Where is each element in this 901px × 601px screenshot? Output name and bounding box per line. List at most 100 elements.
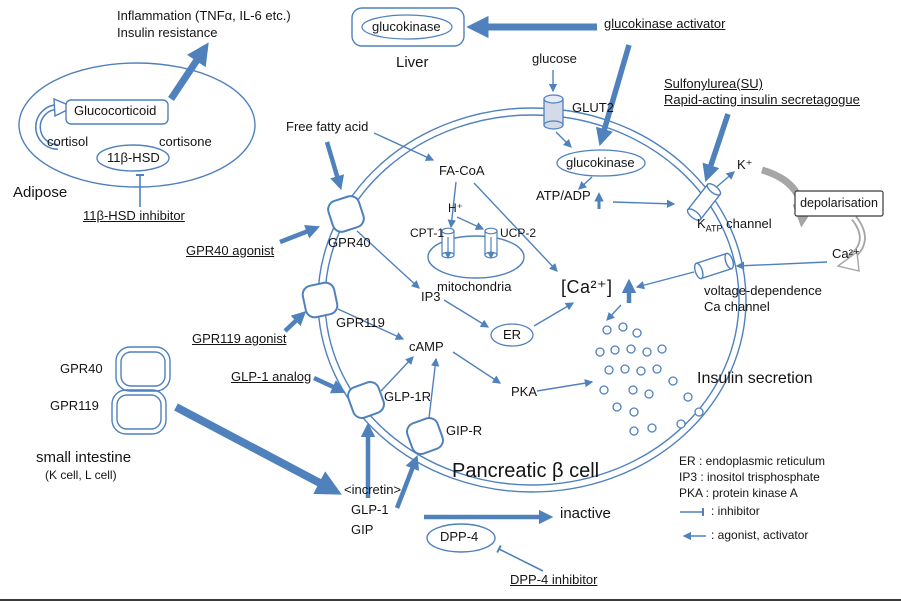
label-hsd: 11β-HSD bbox=[107, 150, 160, 165]
label-glp1r: GLP-1R bbox=[384, 389, 431, 404]
arrow-gpr40-agonist bbox=[279, 224, 321, 245]
label-ip3: IP3 bbox=[421, 289, 441, 304]
arrow-ca-into-channel bbox=[735, 261, 828, 270]
label-k-plus: K⁺ bbox=[737, 157, 753, 172]
label-glucocorticoid: Glucocorticoid bbox=[74, 103, 157, 118]
label-voltage-dependence: voltage-dependence bbox=[704, 283, 822, 298]
receptor-glp1r bbox=[347, 381, 385, 419]
dpp4-shape bbox=[426, 523, 496, 553]
label-insulin-secretion: Insulin secretion bbox=[697, 370, 813, 387]
hollow-arrowhead-icon bbox=[836, 250, 860, 272]
label-pka: PKA bbox=[511, 384, 538, 399]
arrow-ca-to-granules bbox=[606, 304, 622, 321]
arrow-ffa-to-gpr40 bbox=[324, 141, 345, 191]
inhibitor-lines bbox=[136, 174, 544, 572]
label-h-plus: H⁺ bbox=[448, 201, 463, 215]
glucocorticoid-box bbox=[65, 99, 169, 125]
label-atp-adp: ATP/ADP bbox=[536, 188, 591, 203]
label-gip: GIP bbox=[351, 522, 374, 537]
label-gpr119: GPR119 bbox=[336, 315, 385, 330]
label-insulin-resistance: Insulin resistance bbox=[117, 25, 218, 40]
label-depolarisation: depolarisation bbox=[800, 196, 878, 210]
arrow-gpr119-agonist bbox=[283, 311, 307, 333]
legend-symbols bbox=[680, 508, 706, 541]
arrow-facoa-to-cpt1 bbox=[447, 181, 457, 229]
label-gpr119-agonist: GPR119 agonist bbox=[192, 331, 287, 346]
depolarisation-box bbox=[794, 190, 884, 217]
thick-arrows bbox=[168, 15, 731, 525]
label-fa-coa: FA-CoA bbox=[439, 163, 485, 178]
label-gpr40-agonist: GPR40 agonist bbox=[186, 243, 275, 258]
katp-k: K bbox=[697, 216, 706, 231]
legend-pka: PKA : protein kinase A bbox=[679, 486, 798, 500]
label-pancreatic-beta-cell: Pancreatic β cell bbox=[452, 460, 600, 482]
cycle-arrow-icon bbox=[35, 97, 75, 150]
label-dpp4-inhibitor: DPP-4 inhibitor bbox=[510, 572, 598, 587]
label-sulfonylurea: Sulfonylurea(SU) bbox=[664, 76, 763, 91]
katp-rest: channel bbox=[726, 216, 772, 231]
glut2-channel bbox=[543, 94, 564, 130]
liver-box bbox=[351, 7, 465, 47]
label-glut2: GLUT2 bbox=[572, 100, 614, 115]
arrow-channel-to-caconc bbox=[635, 271, 695, 290]
label-dpp4: DPP-4 bbox=[440, 529, 479, 544]
label-cortisone: cortisone bbox=[159, 134, 212, 149]
label-liver: Liver bbox=[396, 54, 429, 71]
label-gpr40: GPR40 bbox=[328, 235, 371, 250]
arrow-adipose-to-inflammation bbox=[168, 42, 209, 101]
arrow-glp1r-to-camp bbox=[380, 356, 414, 392]
arrow-pka-to-granules bbox=[536, 379, 594, 392]
cell-glucokinase-ellipse bbox=[556, 149, 646, 177]
katp-channel-shape bbox=[686, 183, 722, 221]
label-k-l-cell: (K cell, L cell) bbox=[45, 468, 117, 482]
arrow-camp-to-pka bbox=[452, 351, 502, 384]
arrow-glut2-to-glucokinase bbox=[555, 131, 572, 148]
arrow-er-to-ca bbox=[533, 302, 575, 327]
arrow-glucokinase-to-atp bbox=[578, 176, 593, 190]
label-mitochondria: mitochondria bbox=[437, 279, 512, 294]
arrow-ip3-to-er bbox=[443, 299, 490, 328]
label-gipr: GIP-R bbox=[446, 423, 483, 438]
label-adipose: Adipose bbox=[13, 184, 68, 201]
label-incretin: <incretin> bbox=[344, 482, 402, 497]
arrow-ffa-to-facoa bbox=[373, 132, 435, 161]
arrow-gpr40-to-ip3 bbox=[356, 230, 420, 289]
label-ca-channel: Ca channel bbox=[704, 299, 770, 314]
label-si-gpr119: GPR119 bbox=[50, 398, 99, 413]
label-ucp2: UCP-2 bbox=[500, 226, 537, 240]
arrow-atp-to-katp bbox=[612, 199, 676, 208]
label-glucose: glucose bbox=[532, 51, 577, 66]
label-katp-channel: KATP channel bbox=[697, 216, 772, 234]
label-rapid-acting: Rapid-acting insulin secretagogue bbox=[664, 92, 860, 107]
legend-inhibitor: : inhibitor bbox=[711, 504, 760, 518]
label-cortisol: cortisol bbox=[47, 134, 89, 149]
label-ca-concentration: [Ca²⁺] bbox=[561, 277, 613, 297]
legend-er: ER : endoplasmic reticulum bbox=[679, 454, 826, 468]
dpp4-inhibitor-line bbox=[496, 544, 544, 572]
receptor-gpr40 bbox=[327, 195, 365, 233]
small-intestine-shape bbox=[111, 346, 171, 435]
label-free-fatty-acid: Free fatty acid bbox=[286, 119, 369, 134]
legend-agonist: : agonist, activator bbox=[711, 528, 809, 542]
arrow-gip-to-gipr bbox=[394, 454, 420, 509]
arrow-su-to-katp bbox=[702, 113, 731, 183]
label-inflammation: Inflammation (TNFα, IL-6 etc.) bbox=[117, 8, 291, 23]
label-er: ER bbox=[503, 327, 522, 342]
arrow-activator-to-cell-glucokinase bbox=[596, 44, 632, 147]
insulin-granules bbox=[595, 322, 704, 436]
arrow-glp1-analog bbox=[313, 375, 346, 394]
arrow-gpr119-to-camp bbox=[337, 308, 405, 340]
label-glp1-analog: GLP-1 analog bbox=[231, 369, 312, 384]
label-hsd-inhibitor: 11β-HSD inhibitor bbox=[83, 208, 185, 223]
er-shape bbox=[490, 323, 534, 347]
receptor-gpr119 bbox=[301, 281, 339, 319]
label-glucokinase-activator: glucokinase activator bbox=[604, 16, 726, 31]
adipose-shape bbox=[18, 62, 256, 188]
label-camp: cAMP bbox=[409, 339, 444, 354]
katp-sub: ATP bbox=[705, 223, 723, 234]
label-inactive: inactive bbox=[560, 505, 611, 522]
label-ca2-out: Ca²⁺ bbox=[832, 246, 860, 261]
label-glp1: GLP-1 bbox=[351, 502, 389, 517]
legend-ip3: IP3 : inositol trisphosphate bbox=[679, 470, 820, 484]
